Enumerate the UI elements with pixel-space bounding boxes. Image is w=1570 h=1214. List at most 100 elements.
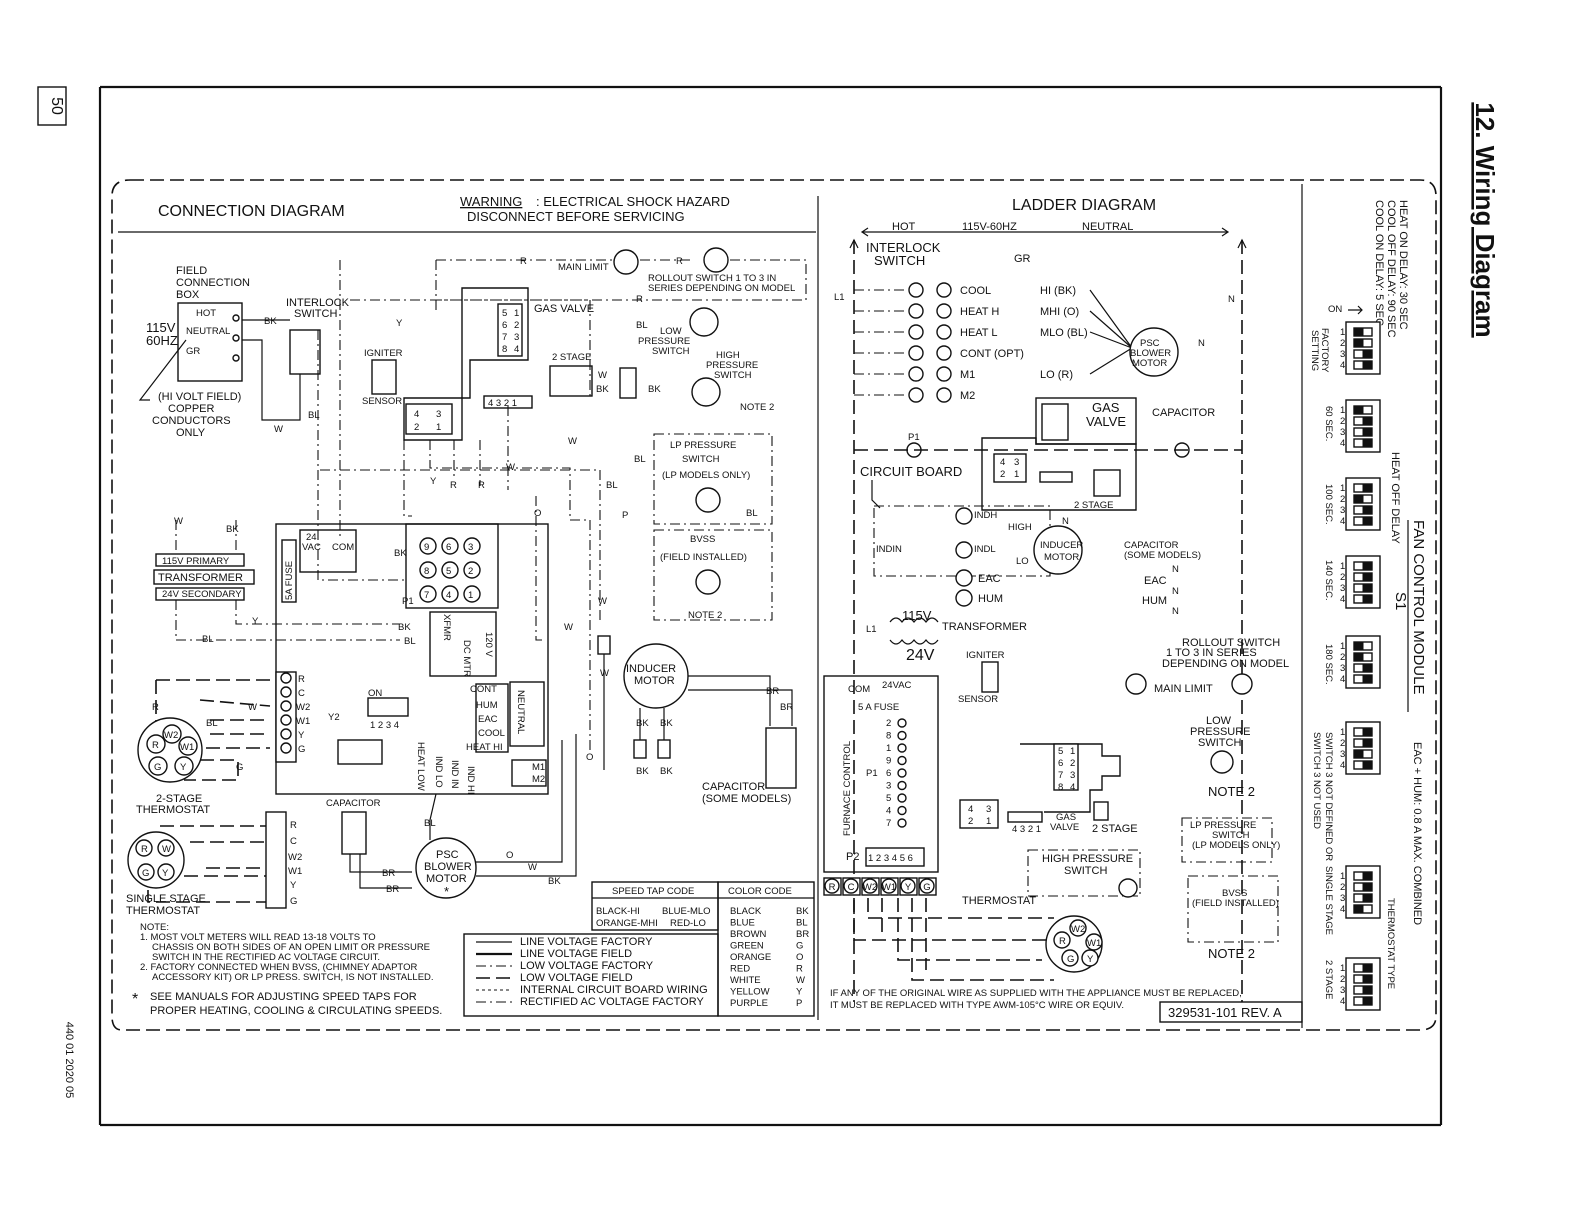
- psc-l3: MOTOR: [426, 873, 467, 885]
- term-c: C: [298, 688, 305, 699]
- wire-bk-8: BK: [636, 718, 649, 729]
- dip-num: 3: [1340, 427, 1345, 438]
- wire-bl-6: BL: [424, 818, 436, 829]
- color-name: WHITE: [730, 975, 761, 986]
- interlock-l1: INTERLOCK: [286, 297, 350, 309]
- dip-on: ON: [368, 688, 382, 699]
- wire-w-5: W: [528, 862, 537, 873]
- eac-relay: [955, 569, 973, 587]
- dip-on-label: ON: [1328, 304, 1342, 315]
- igniter-sensor-plug: [371, 359, 397, 395]
- high-pressure-switch: [691, 377, 721, 407]
- term-y: Y: [298, 730, 305, 741]
- wire-bl-3: BL: [404, 636, 416, 647]
- blower-capacitor: [341, 811, 367, 855]
- wire-r-4: R: [152, 702, 159, 713]
- ladder-transformer-coil: [889, 617, 939, 645]
- ladder-ind-l2: MOTOR: [1044, 552, 1079, 563]
- hps-l2: PRESSURE: [706, 360, 758, 371]
- lg-3: 3: [1070, 770, 1075, 781]
- ladder-circuit-board-block: [981, 437, 1137, 511]
- vac24-l2: VAC: [302, 542, 321, 553]
- field-neutral: NEUTRAL: [186, 326, 230, 337]
- fan-dip-switch[interactable]: [367, 697, 409, 717]
- p1-pin-num: 5: [886, 793, 891, 804]
- ladder-2stage-lower: [1093, 801, 1109, 821]
- switch3-l2: SWITCH 3 NOT USED: [1311, 732, 1322, 829]
- tstat2-w2: W2: [164, 730, 178, 741]
- inducer-l2: MOTOR: [634, 675, 675, 687]
- color-name: PURPLE: [730, 998, 768, 1009]
- legend-5: INTERNAL CIRCUIT BOARD WIRING: [520, 984, 708, 996]
- hi-volt-l4: ONLY: [176, 427, 206, 439]
- tstat1-y: Y: [162, 868, 169, 879]
- ladder-gv-conn: [1039, 471, 1073, 483]
- xfmr-secondary-label: 24V SECONDARY: [162, 589, 242, 600]
- warning-text: : ELECTRICAL SHOCK HAZARD: [536, 194, 730, 209]
- wire-br-4: BR: [780, 702, 793, 713]
- ladder-hps-l2: SWITCH: [1064, 865, 1107, 877]
- bvss-box: [653, 529, 773, 621]
- ladder-n2: N: [1198, 338, 1205, 349]
- speed-tap-strip: [475, 683, 509, 753]
- note2-b: NOTE 2: [688, 610, 722, 621]
- dip-knob: [1362, 416, 1373, 426]
- ladder-transformer: TRANSFORMER: [942, 621, 1027, 633]
- ladder-terminal-ring: [862, 878, 878, 894]
- lps-l3: SWITCH: [652, 346, 690, 357]
- speed-tap-2: BLUE-MLO: [662, 906, 711, 917]
- dip-knob: [1362, 963, 1373, 973]
- relay-block: [405, 403, 453, 435]
- dip-num: 4: [1340, 674, 1345, 685]
- relay-1: 1: [436, 422, 441, 433]
- wire-bk-4: BK: [394, 548, 407, 559]
- ladder-gv-lower-conn: [1007, 811, 1043, 823]
- lr-1: 1: [1014, 469, 1019, 480]
- interlock-switch: [289, 329, 321, 375]
- speed-relay-contact: [936, 345, 952, 361]
- switch3-l1: SWITCH 3 NOT DEFINED OR: [1323, 732, 1334, 861]
- relay-3: 3: [436, 409, 441, 420]
- lps-l1: LOW: [660, 326, 682, 337]
- dip-knob: [1362, 438, 1373, 448]
- pin-6: 6: [502, 320, 507, 331]
- ladder-terminal-ring: [919, 878, 935, 894]
- field-box-l1: FIELD: [176, 265, 207, 277]
- color-name: BLUE: [730, 918, 755, 929]
- dip-knob: [1353, 405, 1364, 415]
- replace-note-l2: IT MUST BE REPLACED WITH TYPE AWM-105°C …: [830, 1000, 1124, 1011]
- p1-pin-8: 8: [424, 566, 429, 577]
- wire-o-1: O: [506, 850, 513, 861]
- ladder-lp-l2: SWITCH: [1212, 830, 1250, 841]
- dip-num: 4: [1340, 360, 1345, 371]
- ladder-2stage: 2 STAGE: [1074, 500, 1113, 511]
- color-name: RED: [730, 964, 750, 975]
- p1-pin-num: 2: [886, 718, 891, 729]
- dip-knob: [1353, 338, 1364, 348]
- bvss-switch: [695, 569, 721, 595]
- ladder-hum: HUM: [978, 593, 1003, 605]
- speed-relay-contact: [936, 366, 952, 382]
- field-connection-box: [177, 302, 243, 382]
- lg-8: 8: [1058, 782, 1063, 793]
- wire-o-3: O: [586, 752, 593, 763]
- neutral-terminal-strip: [509, 681, 545, 747]
- tstat1-l2: THERMOSTAT: [126, 905, 200, 917]
- setting-180: 180 SEC.: [1323, 644, 1334, 685]
- ladder-gv-l2: VALVE: [1086, 414, 1126, 429]
- term-r: R: [298, 674, 305, 685]
- gas-valve-label: GAS VALVE: [534, 303, 594, 315]
- part-number-box: [1159, 1001, 1303, 1023]
- term-w2: W2: [296, 702, 310, 713]
- ladder-l1-b: L1: [866, 624, 877, 635]
- speed-relay-coil: [908, 282, 924, 298]
- blower-wiring: [349, 734, 577, 889]
- wire-w-7: W: [564, 622, 573, 633]
- ladder-lps-l1: LOW: [1206, 715, 1232, 727]
- ss-term-g: G: [290, 896, 297, 907]
- ladder-psc-l3: MOTOR: [1132, 358, 1167, 369]
- wire-bk-11: BK: [660, 766, 673, 777]
- lr-4: 4: [1000, 457, 1005, 468]
